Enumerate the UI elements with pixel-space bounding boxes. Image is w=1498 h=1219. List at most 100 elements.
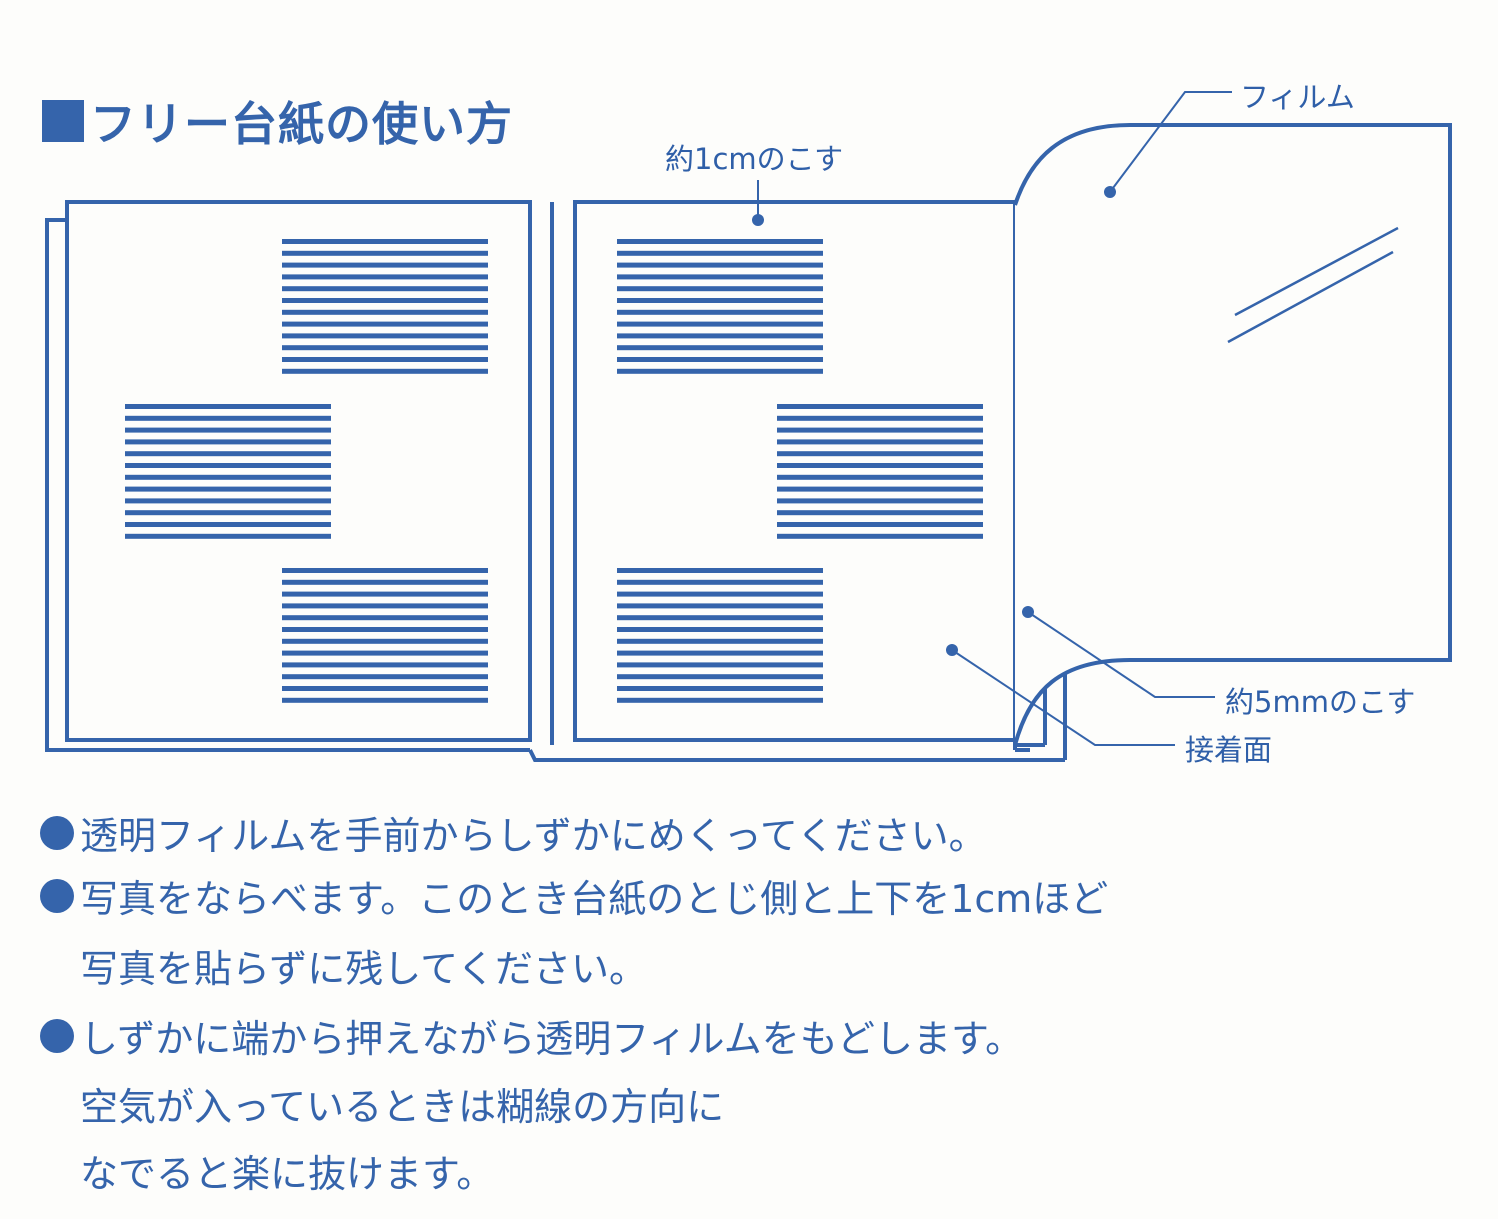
label-adhesive: 接着面: [1185, 733, 1273, 767]
photo-stripe: [617, 239, 823, 244]
photo-stripe: [125, 498, 331, 504]
instruction-text: しずかに端から押えながら透明フィルムをもどします。: [80, 1017, 1024, 1061]
photo-stripe: [617, 357, 823, 362]
photo-stripe: [282, 298, 488, 303]
photo-stripe: [617, 686, 823, 691]
page-title: フリー台紙の使い方: [42, 88, 513, 154]
photo-stripe: [617, 579, 823, 585]
photo-stripe: [282, 627, 488, 632]
photo-placeholder: [777, 404, 983, 539]
photo-stripe: [125, 533, 331, 539]
instruction-text: 写真を貼らずに残してください。: [80, 947, 647, 991]
photo-stripe: [125, 439, 331, 445]
photo-stripe: [777, 486, 983, 492]
photo-placeholder: [282, 239, 488, 374]
label-film: フィルム: [1240, 80, 1355, 114]
photo-stripe: [617, 627, 823, 632]
film-sheet: [1013, 123, 1452, 746]
photo-stripe: [282, 250, 488, 256]
marker-dot: [1022, 606, 1034, 618]
instruction-2-cont: 写真を貼らずに残してください。: [40, 938, 647, 993]
photo-stripe: [617, 309, 823, 315]
photo-stripe: [125, 486, 331, 492]
instruction-text: なでると楽に抜けます。: [80, 1152, 495, 1196]
photo-stripe: [125, 522, 331, 527]
label-margin-5mm: 約5mmのこす: [1225, 685, 1416, 719]
square-bullet-icon: [42, 100, 84, 142]
photo-stripe: [282, 239, 488, 244]
photo-stripe: [282, 345, 488, 351]
marker-dot: [752, 214, 764, 226]
label-margin-1cm: 約1cmのこす: [665, 142, 844, 176]
photo-stripe: [617, 333, 823, 339]
photo-stripe: [125, 474, 331, 480]
photo-stripe: [617, 650, 823, 656]
photo-stripe: [282, 591, 488, 597]
photo-stripe: [282, 579, 488, 585]
title-text: フリー台紙の使い方: [90, 97, 513, 151]
photo-stripe: [282, 321, 488, 327]
photo-stripe: [617, 591, 823, 597]
instruction-3-cont2: なでると楽に抜けます。: [40, 1143, 494, 1198]
photo-stripe: [617, 262, 823, 268]
left-page: [65, 200, 532, 742]
photo-stripe: [617, 568, 823, 573]
instruction-text: 空気が入っているときは糊線の方向に: [80, 1085, 725, 1129]
bullet-icon: [40, 815, 74, 850]
photo-stripe: [617, 274, 823, 280]
right-page: [573, 200, 1017, 742]
photo-stripe: [282, 262, 488, 268]
photo-stripe: [777, 427, 983, 433]
photo-stripe: [125, 451, 331, 457]
photo-stripe: [282, 615, 488, 621]
photo-stripe: [617, 603, 823, 609]
photo-placeholder: [617, 239, 823, 374]
photo-stripe: [282, 368, 488, 374]
marker-dot: [1104, 186, 1116, 198]
instruction-2: 写真をならべます。このとき台紙のとじ側と上下を1cmほど: [40, 868, 1108, 923]
photo-stripe: [617, 638, 823, 644]
photo-stripe: [282, 286, 488, 292]
photo-stripe: [125, 510, 331, 516]
photo-stripe: [617, 321, 823, 327]
photo-stripe: [777, 463, 983, 468]
instruction-3-cont: 空気が入っているときは糊線の方向に: [40, 1076, 724, 1131]
photo-stripe: [282, 674, 488, 680]
marker-dot: [946, 644, 958, 656]
bullet-icon: [40, 1018, 74, 1053]
leader-lines: [757, 91, 1232, 746]
photo-stripe: [282, 686, 488, 691]
photo-stripe: [125, 404, 331, 409]
photo-stripe: [617, 298, 823, 303]
photo-stripe: [617, 615, 823, 621]
instruction-3: しずかに端から押えながら透明フィルムをもどします。: [40, 1008, 1023, 1063]
photo-stripe: [777, 522, 983, 527]
film-glare: [1227, 226, 1399, 344]
photo-stripe: [282, 603, 488, 609]
photo-stripe: [617, 368, 823, 374]
instruction-text: 写真をならべます。このとき台紙のとじ側と上下を1cmほど: [80, 877, 1109, 921]
photo-placeholder: [282, 568, 488, 703]
photo-stripe: [777, 510, 983, 516]
photo-stripe: [282, 697, 488, 703]
photo-stripe: [282, 357, 488, 362]
left-back-cover: [45, 218, 530, 752]
photo-stripe: [282, 333, 488, 339]
photo-stripe: [777, 404, 983, 409]
photo-stripe: [282, 662, 488, 668]
instruction-text: 透明フィルムを手前からしずかにめくってください。: [80, 814, 987, 858]
photo-stripe: [777, 439, 983, 445]
photo-stripe: [617, 345, 823, 351]
photo-stripe: [617, 697, 823, 703]
photo-stripe: [617, 662, 823, 668]
photo-stripe: [617, 286, 823, 292]
photo-stripe: [125, 415, 331, 421]
photo-stripe: [777, 533, 983, 539]
photo-placeholder: [617, 568, 823, 703]
photo-stripe: [282, 568, 488, 573]
photo-placeholder: [125, 404, 331, 539]
photo-stripe: [125, 427, 331, 433]
photo-stripe: [125, 463, 331, 468]
photo-stripe: [617, 674, 823, 680]
photo-stripe: [282, 309, 488, 315]
